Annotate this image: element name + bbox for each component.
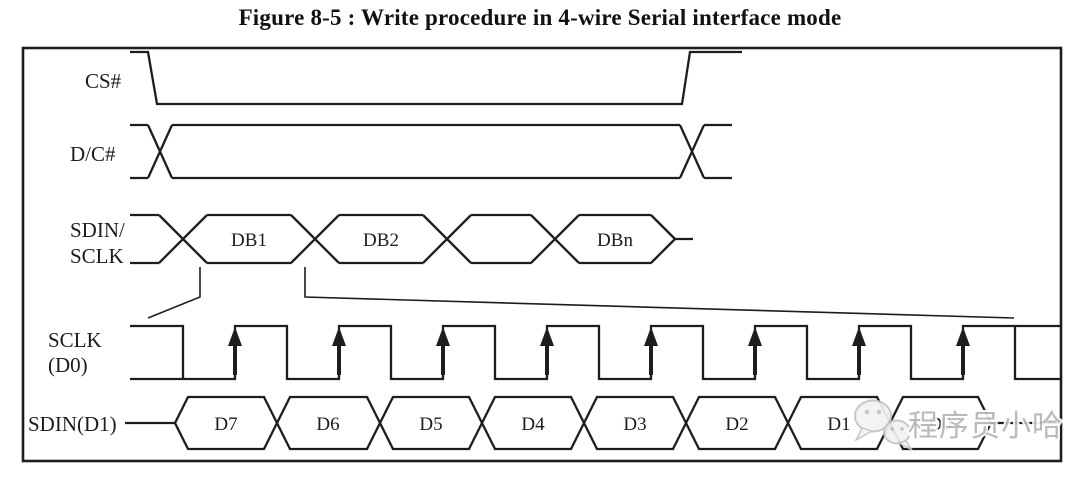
watermark-text: 程序员小哈 — [908, 409, 1063, 444]
bit-d1: D1 — [827, 414, 850, 435]
dc-label: D/C# — [70, 142, 116, 166]
wechat-icon — [854, 399, 913, 451]
sclk-end-stub — [1013, 326, 1061, 381]
bit-d2: D2 — [725, 414, 748, 435]
sclk-start-stub — [130, 324, 185, 379]
rising-edge-arrow — [540, 327, 554, 375]
rising-edge-arrow — [644, 327, 658, 375]
dc-waveform — [130, 123, 732, 180]
rising-edge-arrows — [228, 327, 970, 375]
sdin-d1-row: SDIN(D1) D7 D6 D5 D4 D3 D2 D1 D0 — [28, 395, 1061, 451]
sclk-d0-row: SCLK (D0) — [48, 324, 1061, 381]
bit-d6: D6 — [316, 414, 339, 435]
bit-d7: D7 — [214, 414, 237, 435]
rising-edge-arrow — [228, 327, 242, 375]
sdin-sclk-label-line2: SCLK — [70, 244, 124, 268]
bit-d3: D3 — [623, 414, 646, 435]
zoom-leader-right — [304, 267, 1015, 319]
cs-row: CS# — [85, 50, 742, 106]
sclk-d0-label-line1: SCLK — [48, 328, 102, 352]
figure-title: Figure 8-5 : Write procedure in 4-wire S… — [238, 5, 842, 30]
rising-edge-arrow — [748, 327, 762, 375]
rising-edge-arrow — [956, 327, 970, 375]
sdin-sclk-waveform — [130, 213, 693, 265]
dc-row: D/C# — [70, 123, 732, 180]
sclk-d0-label-line2: (D0) — [48, 353, 88, 377]
rising-edge-arrow — [436, 327, 450, 375]
byte-frame-db1: DB1 — [231, 230, 267, 251]
zoom-leader-left — [147, 267, 201, 319]
sdin-d1-label: SDIN(D1) — [28, 412, 117, 436]
byte-frame-dbn: DBn — [597, 230, 633, 251]
rising-edge-arrow — [852, 327, 866, 375]
sdin-sclk-label-line1: SDIN/ — [70, 218, 125, 242]
sdin-sclk-row: SDIN/ SCLK DB1 DB2 DBn — [70, 213, 693, 268]
bit-d0: D0 — [928, 414, 951, 435]
bit-d4: D4 — [521, 414, 545, 435]
diagram-border — [21, 46, 1063, 463]
watermark: 程序员小哈 — [854, 399, 1064, 451]
cs-waveform — [130, 50, 742, 106]
bit-d5: D5 — [419, 414, 442, 435]
rising-edge-arrow — [332, 327, 346, 375]
cs-label: CS# — [85, 69, 122, 93]
zoom-leader-lines — [147, 267, 1015, 319]
byte-frame-db2: DB2 — [363, 230, 399, 251]
sclk-waveform — [130, 324, 1061, 381]
